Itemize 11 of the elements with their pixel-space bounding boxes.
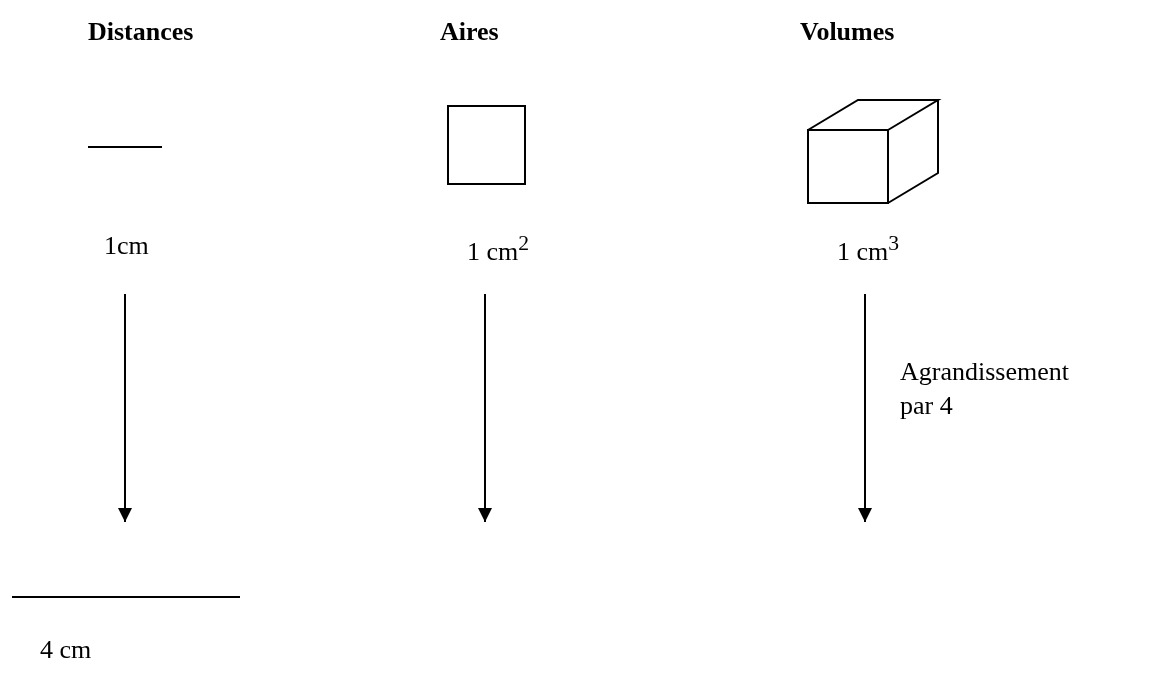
- measure-label: 1 cm$^{2}$: [467, 232, 530, 267]
- column-heading: Volumes: [800, 18, 895, 47]
- column-heading: Distances: [88, 18, 194, 47]
- edge-label: Agrandissement par 4: [900, 356, 1070, 422]
- measure-label: 1 cm$^{3}$: [837, 232, 900, 267]
- arrow: [858, 293, 872, 523]
- column-heading: Aires: [440, 18, 499, 47]
- measure-label: 1cm: [104, 232, 149, 261]
- arrow: [118, 293, 132, 523]
- arrow: [478, 293, 492, 523]
- measure-label: 4 cm: [40, 636, 92, 665]
